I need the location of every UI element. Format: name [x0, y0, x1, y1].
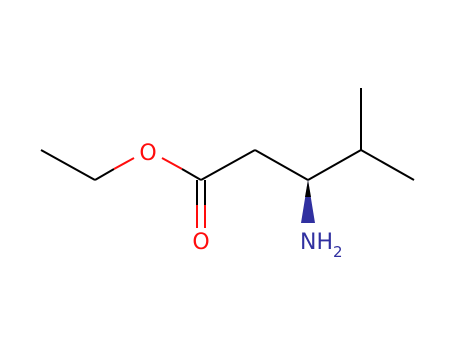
bond-carbonyl-ch2 [200, 149, 256, 181]
bond-ch2-o-ester-carbon-half [94, 168, 115, 181]
bond-ch3-ch2-ethyl [40, 149, 96, 181]
atom-label-subscript-2: 2 [333, 243, 343, 261]
atom-label-o-carbonyl: O [192, 230, 209, 255]
wedge-bond-stereocenter-carbon-tip [305, 180, 311, 197]
bond-ch2-stereocenter [254, 149, 309, 181]
bond-o-ester-c-carbonyl-oxygen-half [161, 157, 183, 170]
bond-ch2-o-ester-oxygen-half [113, 157, 135, 170]
bond-stereocenter-isopropyl [307, 149, 362, 181]
bond-isopropyl-methyl-right [360, 149, 415, 181]
wedge-bond-stereocenter-nh2 [301, 180, 315, 223]
atom-label-nh2: NH2 [300, 230, 343, 261]
bond-o-ester-c-carbonyl-carbon-half [181, 168, 202, 181]
atom-label-nh: NH [300, 230, 333, 255]
atom-label-o-ester: O [139, 141, 156, 166]
